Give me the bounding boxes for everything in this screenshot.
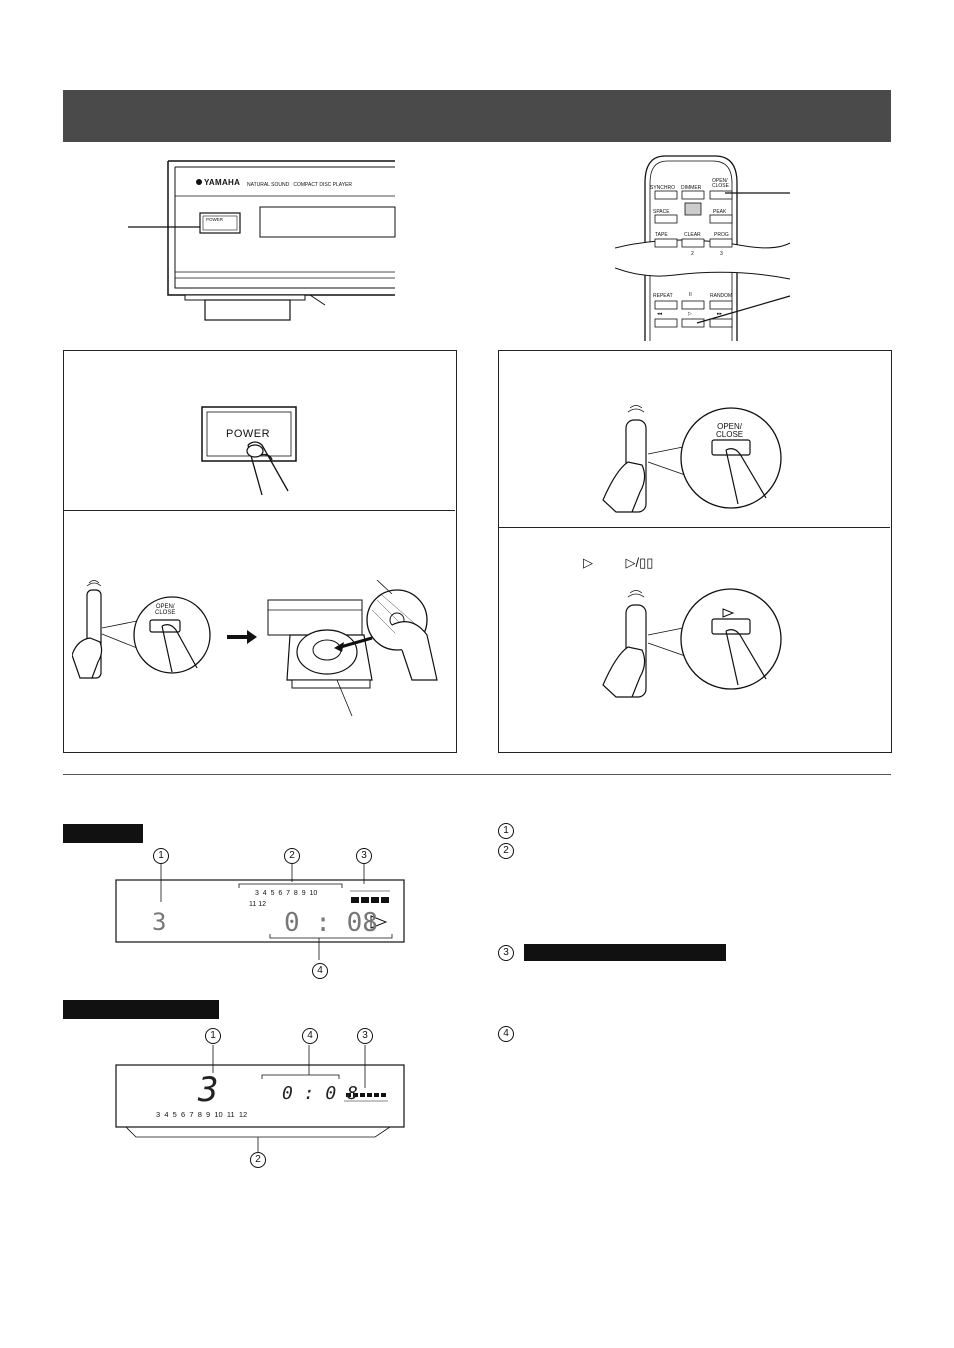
display-a-track-numbers-row1: 3 4 5 6 7 8 9 10 [255, 890, 318, 897]
remote-tape-label: TAPE [655, 232, 668, 238]
display-a-callout-1: 1 [153, 848, 169, 864]
display-b-label-bar [63, 1000, 219, 1019]
remote-prev-label: ◂◂ [657, 311, 663, 317]
front-panel-illustration [128, 160, 396, 321]
legend-item-3: 3 [498, 945, 514, 961]
remote-clear-label: CLEAR [684, 232, 701, 238]
disc-loading-illustration [72, 580, 438, 717]
open-close-step-label: OPEN/ CLOSE [716, 422, 744, 439]
display-b-track-numbers: 3 4 5 6 7 8 9 10 11 12 [156, 1110, 248, 1119]
remote-space-label: SPACE [653, 209, 670, 215]
display-a-track-digit: 3 [152, 908, 167, 936]
remote-dimmer-label: DIMMER [681, 185, 702, 191]
section-header-bar [63, 90, 891, 142]
model-text: NATURAL SOUND COMPACT DISC PLAYER [247, 182, 353, 188]
display-a-callout-4: 4 [312, 963, 328, 979]
remote-peak-label: PEAK [713, 209, 727, 215]
display-b-track-digit: 3 [198, 1070, 219, 1110]
legend-item-1: 1 [498, 823, 514, 839]
display-b-callout-4: 4 [302, 1028, 318, 1044]
steps-panel-right [498, 350, 892, 753]
remote-illustration [615, 155, 791, 341]
remote-play-label: ▷ [688, 311, 692, 317]
display-b-callout-1: 1 [205, 1028, 221, 1044]
display-a-illustration [115, 864, 405, 960]
power-button-small-label: POWER [206, 217, 224, 222]
brand-logo: YAMAHA [204, 178, 241, 187]
play-symbols-text: ▷ ▷/▯▯ [583, 555, 654, 570]
remote-pause-label: II [689, 292, 692, 298]
remote-2-label: 2 [691, 251, 694, 257]
display-a-callout-2: 2 [284, 848, 300, 864]
legend-item-4: 4 [498, 1026, 514, 1042]
remote-3-label: 3 [720, 251, 723, 257]
display-a-label-bar [63, 824, 143, 843]
display-b-illustration [115, 1045, 405, 1152]
play-callout-line [696, 295, 791, 324]
remote-prog-label: PROG [714, 232, 729, 238]
remote-synchro-label: SYNCHRO [650, 185, 676, 191]
remote-next-label: ▸▸ [717, 311, 723, 317]
play-step-illustration [602, 588, 782, 698]
legend-item-3-label-bar [524, 944, 726, 961]
display-a-track-numbers-row2: 11 12 [249, 901, 266, 908]
power-step-illustration [201, 406, 297, 496]
steps-right-separator [499, 527, 890, 528]
remote-random-label: RANDOM [710, 293, 733, 299]
open-close-step-illustration [602, 405, 782, 513]
power-button-small [199, 212, 241, 234]
remote-repeat-label: REPEAT [653, 293, 673, 299]
display-b-callout-3: 3 [357, 1028, 373, 1044]
display-b-time: 0 : 0 8 [282, 1083, 358, 1104]
section-divider [63, 774, 891, 775]
remote-open-close-label: OPEN/ CLOSE [712, 178, 729, 189]
power-button-large-label: POWER [226, 428, 271, 440]
display-b-callout-2: 2 [250, 1152, 266, 1168]
steps-left-separator [64, 510, 455, 511]
disc-step-open-close-label: OPEN/ CLOSE [155, 604, 176, 616]
display-a-callout-3: 3 [356, 848, 372, 864]
display-a-time: 0 : 08 [284, 908, 378, 938]
legend-item-2: 2 [498, 843, 514, 859]
